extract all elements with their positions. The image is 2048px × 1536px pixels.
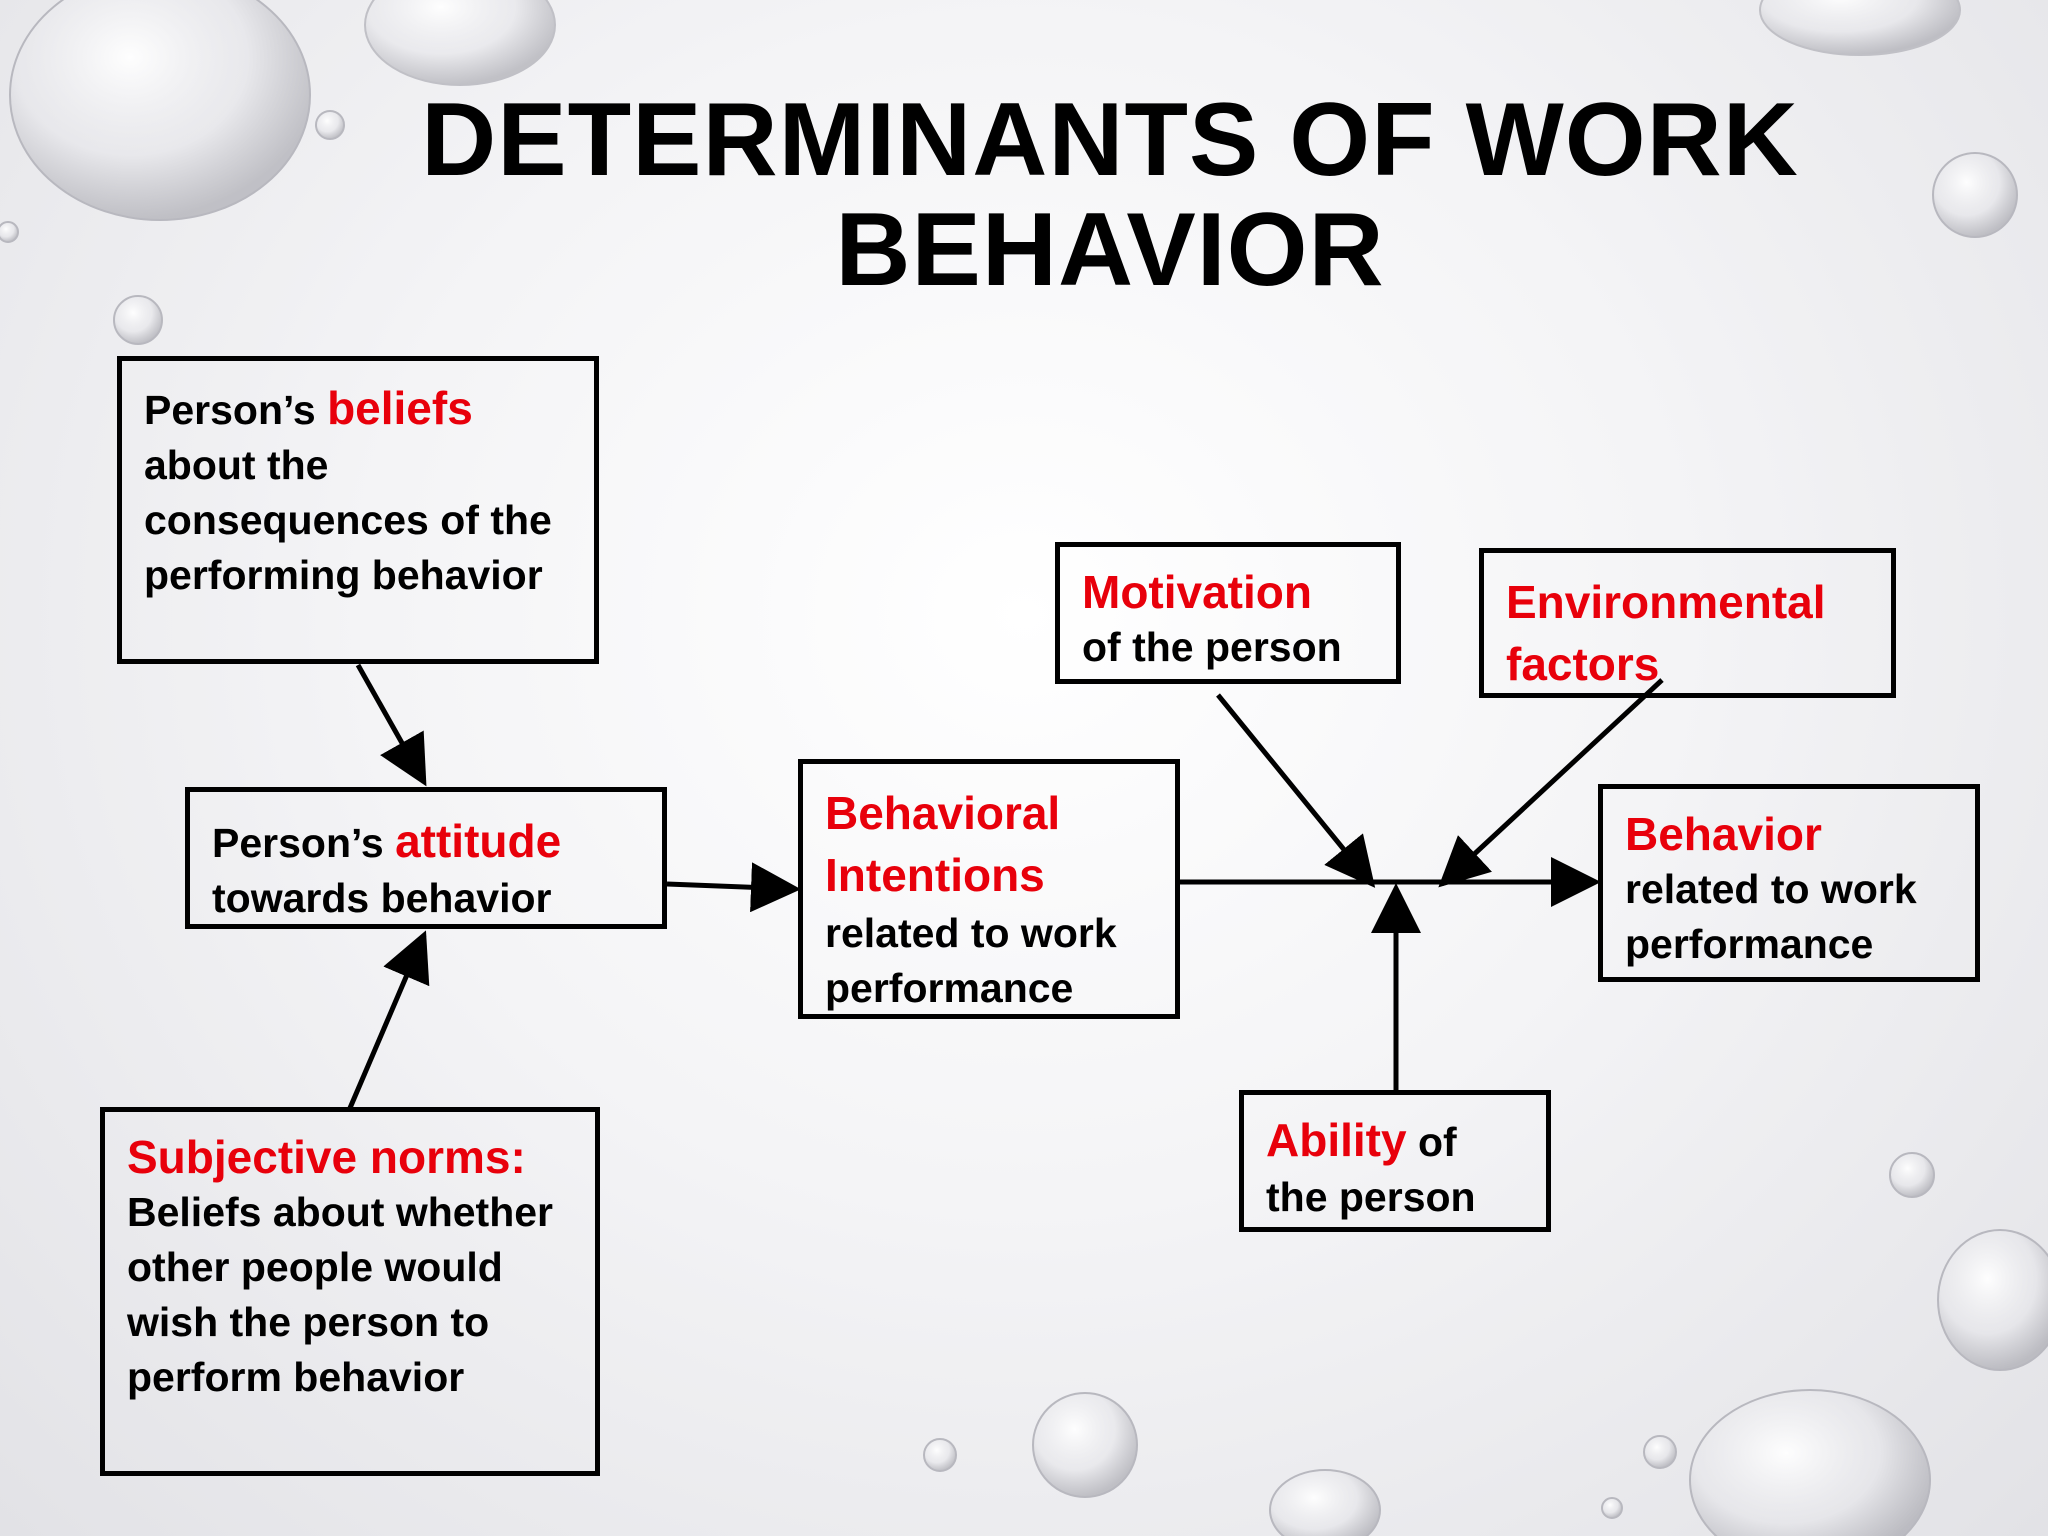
droplet [1932, 152, 2018, 238]
beliefs-box: Person’s beliefs about the consequences … [117, 356, 599, 664]
droplet [0, 221, 19, 243]
droplet [1889, 1152, 1935, 1198]
behavioral-intentions-box: Behavioral Intentions related to work pe… [798, 759, 1180, 1019]
droplet [9, 0, 311, 221]
arrow-attitude-to-intentions [666, 862, 801, 913]
behavior-highlight: Behavior [1625, 808, 1822, 860]
droplet [923, 1438, 957, 1472]
motivation-box: Motivation of the person [1055, 542, 1401, 684]
ability-box: Ability of the person [1239, 1090, 1551, 1232]
subjective-norms-box: Subjective norms: Beliefs about whether … [100, 1107, 600, 1476]
motivation-text: of the person [1082, 624, 1342, 670]
beliefs-prefix: Person’s [144, 387, 328, 433]
arrow-environmental-to-link [1438, 678, 1664, 888]
subjective-norms-highlight: Subjective norms: [127, 1131, 526, 1183]
motivation-highlight: Motivation [1082, 566, 1312, 618]
behavioral-intentions-highlight: Behavioral Intentions [825, 787, 1061, 901]
droplet [113, 295, 163, 345]
droplet [1759, 0, 1961, 56]
attitude-text: towards behavior [212, 875, 552, 921]
behavioral-intentions-text: related to work performance [825, 910, 1117, 1011]
environmental-factors-highlight: Environmental factors [1506, 576, 1826, 690]
behavior-text: related to work performance [1625, 866, 1917, 967]
ability-highlight: Ability [1266, 1114, 1407, 1166]
subjective-norms-text: Beliefs about whether other people would… [127, 1189, 554, 1400]
droplet [364, 0, 556, 86]
droplet [315, 110, 345, 140]
beliefs-highlight: beliefs [327, 382, 473, 434]
ability-suffix: of [1406, 1119, 1457, 1165]
droplet [1269, 1469, 1381, 1536]
page-title: DETERMINANTS OF WORK BEHAVIOR [380, 85, 1840, 305]
droplet [1032, 1392, 1138, 1498]
beliefs-text: about the consequences of the performing… [144, 442, 552, 598]
droplet [1689, 1389, 1931, 1536]
attitude-box: Person’s attitude towards behavior [185, 787, 667, 929]
page-title-line1: DETERMINANTS OF WORK [421, 82, 1799, 198]
environmental-factors-box: Environmental factors [1479, 548, 1896, 698]
behavior-box: Behavior related to work performance [1598, 784, 1980, 982]
arrow-motivation-to-link [1216, 693, 1376, 888]
page-title-line2: BEHAVIOR [835, 192, 1385, 308]
arrow-norms-to-attitude [347, 930, 430, 1109]
droplet [1937, 1229, 2048, 1371]
attitude-prefix: Person’s [212, 820, 396, 866]
arrow-beliefs-to-attitude [355, 663, 427, 787]
droplet [1601, 1497, 1623, 1519]
droplet [1643, 1435, 1677, 1469]
ability-text: the person [1266, 1174, 1476, 1220]
attitude-highlight: attitude [395, 815, 562, 867]
